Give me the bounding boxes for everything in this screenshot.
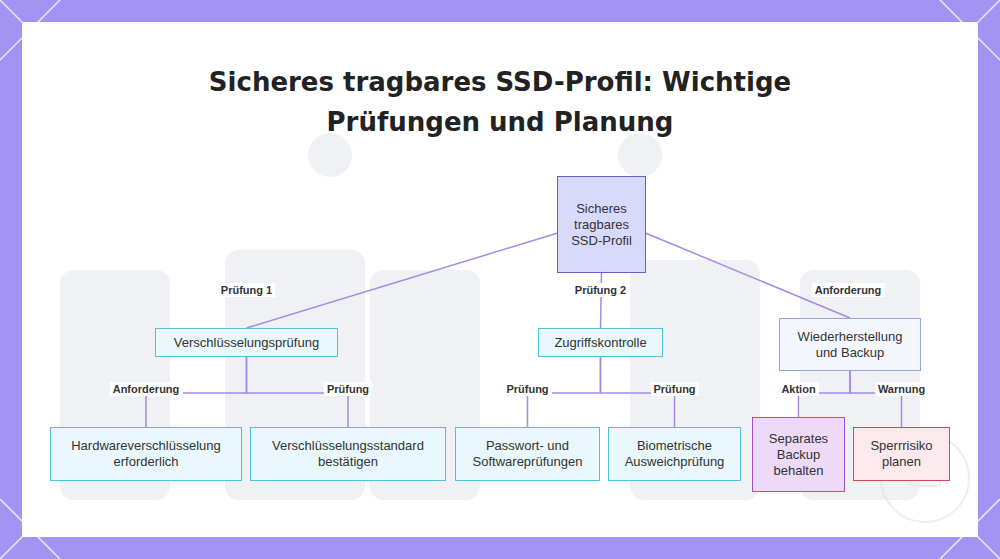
node-text: Sperrrisiko planen	[860, 438, 943, 470]
connector-line	[850, 371, 902, 427]
connector-line	[601, 273, 602, 328]
process-box: Biometrische Ausweichprüfung	[608, 427, 741, 481]
edge-label: Prüfung 2	[572, 283, 629, 297]
edge-label: Prüfung	[503, 382, 551, 396]
process-box: Verschlüsselungsstandard bestätigen	[250, 427, 446, 481]
process-box: Sperrrisiko planen	[853, 427, 950, 481]
node-text: Verschlüsselungsstandard bestätigen	[257, 438, 439, 470]
node-text: Wiederherstellung und Backup	[786, 329, 914, 361]
process-box: Separates Backup behalten	[752, 417, 845, 492]
process-box: Verschlüsselungsprüfung	[155, 328, 338, 357]
connector-line	[646, 233, 850, 318]
node-text: Hardwareverschlüsselung erforderlich	[57, 438, 235, 470]
node-text: Verschlüsselungsprüfung	[174, 335, 319, 351]
diagram-title: Sicheres tragbares SSD-Profil: Wichtige …	[150, 62, 850, 142]
process-box: Passwort- und Softwareprüfungen	[455, 427, 600, 481]
process-box: Sicheres tragbares SSD-Profil	[557, 176, 646, 273]
edge-label: Warnung	[875, 382, 928, 396]
node-text: Sicheres tragbares SSD-Profil	[564, 201, 639, 249]
node-text: Separates Backup behalten	[759, 431, 838, 479]
node-text: Passwort- und Softwareprüfungen	[462, 438, 593, 470]
edge-label: Anforderung	[110, 382, 183, 396]
node-text: Biometrische Ausweichprüfung	[615, 438, 734, 470]
process-box: Hardwareverschlüsselung erforderlich	[50, 427, 242, 481]
edge-label: Prüfung	[650, 382, 698, 396]
edge-label: Anforderung	[812, 283, 885, 297]
edge-label: Prüfung 1	[218, 283, 275, 297]
edge-label: Aktion	[778, 382, 818, 396]
node-text: Zugriffskontrolle	[554, 335, 646, 351]
white-panel	[22, 22, 978, 537]
connector-line	[247, 233, 558, 328]
edge-label: Prüfung	[324, 382, 372, 396]
process-box: Zugriffskontrolle	[538, 328, 663, 357]
process-box: Wiederherstellung und Backup	[779, 318, 921, 371]
